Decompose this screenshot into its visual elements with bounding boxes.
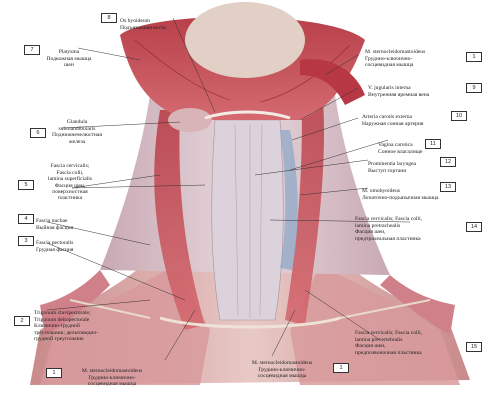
russian-term: Подъязычная кость [120, 24, 167, 31]
label-fascia-prevertebralis: Fascia cervicalis; Fascia colli, lamina … [355, 324, 465, 362]
russian-term: Фасция шеи, поверхностная пластинка [52, 182, 88, 202]
label-number-12: 12 [440, 157, 456, 167]
label-vagina-carotica: Vagina carotica Сонное влагалище [378, 136, 446, 162]
russian-term: Лопаточно-подъязычная мышца [362, 194, 439, 201]
russian-term: Грудная фасция [36, 246, 74, 253]
latin-term: Prominentia laryngea [368, 161, 416, 168]
omohyoid-right [300, 59, 365, 105]
latin-term: M. sternocleidomastoideus [365, 49, 426, 56]
label-carotis-externa: Arteria carotis externa Наружная сонная … [362, 108, 452, 134]
latin-term: Os hyoideum [120, 18, 150, 25]
russian-term: Ключично-грудной треугольник; дельтовидн… [34, 323, 99, 343]
pectoral-fascia [40, 265, 210, 385]
label-number-14: 14 [466, 222, 482, 232]
label-number-5: 5 [18, 180, 34, 190]
latin-term: Platysma [58, 49, 80, 56]
submandibular-gland [168, 108, 212, 132]
label-submandibular-gland: Glandula submandibularis Поднижнечелюстн… [46, 113, 108, 151]
russian-term: Поднижнечелюстная железа [52, 132, 102, 145]
leader-lines [46, 17, 411, 361]
label-fascia-nuchae: Fascia nuchae Выйная фасция [36, 212, 102, 238]
latin-term: Glandula submandibularis [58, 119, 96, 132]
label-number-3: 3 [18, 236, 34, 246]
label-fascia-pectoralis: Fascia pectoralis Грудная фасция [36, 234, 102, 260]
label-sternocleidomastoid-top: M. sternocleidomastoideus Грудино-ключич… [365, 43, 465, 75]
label-number-11: 11 [425, 139, 441, 149]
russian-term: Сонное влагалище [378, 148, 423, 155]
latin-term: Trigonum clavipectorale; Trigonum deltop… [34, 310, 91, 323]
latin-term: V. jugularis interna [368, 85, 411, 92]
label-omohyoideus: M. omohyoideus Лопаточно-подъязычная мыш… [362, 182, 454, 208]
label-number-15: 15 [466, 342, 482, 352]
latin-term: Vagina carotica [378, 142, 413, 149]
label-trigonum-clavipectorale: Trigonum clavipectorale; Trigonum deltop… [34, 304, 134, 349]
latin-term: Fascia cervicalis; Fascia colli, lamina … [355, 216, 423, 229]
russian-term: Грудино-ключично- сосцевидная мышца [365, 55, 414, 69]
hyoid-bone [204, 110, 291, 120]
russian-term: Выйная фасция [36, 224, 74, 231]
carotid-sheath [280, 130, 298, 270]
scm-left [154, 110, 205, 330]
label-platysma: Platysma Подкожная мышца шеи [42, 43, 96, 75]
russian-term: Внутренняя яремная вена [368, 91, 430, 98]
label-number-1-top: 1 [466, 52, 482, 62]
russian-term: Подкожная мышца шеи [46, 55, 92, 69]
chin [185, 2, 305, 78]
scm-right [285, 70, 325, 325]
latin-term: M. omohyoideus [362, 188, 400, 195]
russian-term: Грудино-ключично- сосцевидная мышца [257, 366, 307, 380]
label-prominentia-laryngea: Prominentia laryngea Выступ гортани [368, 155, 438, 181]
latin-term: Fascia cervicalis; Fascia colli, lamina … [48, 163, 92, 183]
latin-term: Arteria carotis externa [362, 114, 413, 121]
clavicle [159, 316, 341, 329]
russian-term: Фасция шеи, предтрахеальная пластинка [355, 229, 421, 242]
label-number-2: 2 [14, 316, 30, 326]
label-number-9: 9 [466, 83, 482, 93]
latin-term: Fascia pectoralis [36, 240, 74, 247]
russian-term: Грудино-ключично- сосцевидная мышца [87, 374, 137, 388]
label-sternocleidomastoid-bottom-center: M. sternocleidomastoideus Грудино-ключич… [232, 354, 332, 386]
pretracheal-fascia [211, 119, 284, 321]
label-number-10: 10 [451, 111, 467, 121]
label-number-13: 13 [440, 182, 456, 192]
label-number-4: 4 [18, 214, 34, 224]
russian-term: Наружная сонная артерия [362, 120, 424, 127]
pectoral-fascia-right [290, 265, 460, 385]
label-os-hyoideum: Os hyoideum Подъязычная кость [120, 12, 166, 38]
label-number-1-bottom-center: 1 [333, 363, 349, 373]
trapezius-right [380, 275, 455, 335]
latin-term: Fascia nuchae [36, 218, 68, 225]
label-number-8: 8 [101, 13, 117, 23]
label-fascia-pretrachealis: Fascia cervicalis; Fascia colli, lamina … [355, 210, 460, 248]
label-jugularis-interna: V. jugularis interna Внутренняя яремная … [368, 79, 466, 105]
latin-term: M. sternocleidomastoideus [251, 360, 313, 367]
latin-term: M. sternocleidomastoideus [81, 368, 143, 375]
russian-term: Фасция шеи, предпозвоночная пластинка [355, 343, 422, 356]
label-number-6: 6 [30, 128, 46, 138]
label-number-7: 7 [24, 45, 40, 55]
trapezius-left [40, 270, 110, 335]
label-fascia-superficialis: Fascia cervicalis; Fascia colli, lamina … [34, 157, 106, 208]
label-number-1-bottom-left: 1 [46, 368, 62, 378]
label-sternocleidomastoid-bottom-left: M. sternocleidomastoideus Грудино-ключич… [62, 362, 162, 394]
latin-term: Fascia cervicalis; Fascia colli, lamina … [355, 330, 423, 343]
russian-term: Выступ гортани [368, 167, 407, 174]
